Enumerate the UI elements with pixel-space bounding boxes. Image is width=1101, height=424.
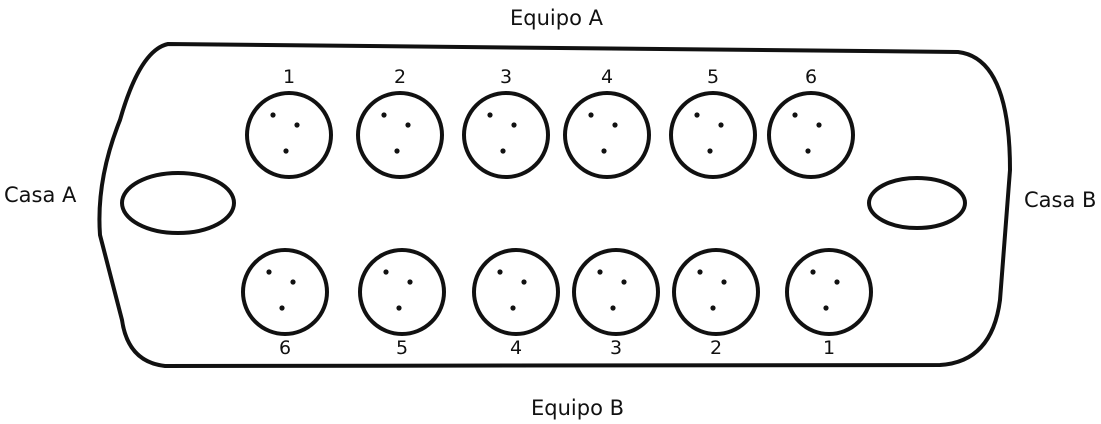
- seed: [816, 122, 822, 128]
- team-b-pit-number: 2: [710, 337, 722, 359]
- team-b-pit-number: 6: [279, 337, 291, 359]
- seed: [266, 269, 272, 275]
- seed: [805, 148, 811, 154]
- team-a-pit-number: 2: [394, 66, 406, 88]
- team-a-pit-number: 1: [283, 66, 295, 88]
- seed: [283, 148, 289, 154]
- seed: [710, 305, 716, 311]
- seed: [487, 112, 493, 118]
- team-a-pit-number: 6: [805, 66, 817, 88]
- team-a-label: Equipo A: [510, 6, 603, 30]
- seed: [601, 148, 607, 154]
- team-b-pits: 6 5 4 3 2 1: [241, 248, 873, 359]
- seed: [521, 279, 527, 285]
- seed: [396, 305, 402, 311]
- team-b-pit-4: [472, 248, 560, 336]
- seed: [707, 148, 713, 154]
- seed: [612, 122, 618, 128]
- seed: [834, 279, 840, 285]
- seed: [405, 122, 411, 128]
- team-a-pit-2: [356, 91, 444, 179]
- team-b-pit-number: 3: [610, 337, 622, 359]
- seed: [721, 279, 727, 285]
- seed: [407, 279, 413, 285]
- team-b-pit-5: [358, 248, 446, 336]
- seed: [500, 148, 506, 154]
- house-b: [867, 176, 967, 230]
- seed: [823, 305, 829, 311]
- team-b-pit-1: [785, 248, 873, 336]
- team-a-pit-5: [669, 91, 757, 179]
- seed: [381, 112, 387, 118]
- team-b-pit-number: 4: [510, 337, 522, 359]
- team-a-pit-number: 4: [601, 66, 613, 88]
- board-outline: [97, 42, 1012, 368]
- team-b-pit-number: 1: [823, 337, 835, 359]
- seed: [588, 112, 594, 118]
- team-b-pit-2: [672, 248, 760, 336]
- team-b-pit-3: [572, 248, 660, 336]
- seed: [718, 122, 724, 128]
- seed: [290, 279, 296, 285]
- seed: [610, 305, 616, 311]
- team-a-pit-3: [462, 91, 550, 179]
- seed: [510, 305, 516, 311]
- seed: [270, 112, 276, 118]
- seed: [294, 122, 300, 128]
- team-a-pit-number: 5: [707, 66, 719, 88]
- seed: [792, 112, 798, 118]
- team-a-pit-4: [563, 91, 651, 179]
- house-b-label: Casa B: [1024, 188, 1097, 212]
- seed: [597, 269, 603, 275]
- team-b-pit-6: [241, 248, 329, 336]
- seed: [697, 269, 703, 275]
- seed: [810, 269, 816, 275]
- seed: [511, 122, 517, 128]
- seed: [279, 305, 285, 311]
- team-b-pit-number: 5: [396, 337, 408, 359]
- team-a-pits: 1 2 3 4 5 6: [245, 66, 855, 179]
- seed: [694, 112, 700, 118]
- seed: [394, 148, 400, 154]
- house-a-label: Casa A: [4, 183, 77, 207]
- seed: [621, 279, 627, 285]
- team-a-pit-6: [767, 91, 855, 179]
- seed: [383, 269, 389, 275]
- house-a: [120, 171, 236, 235]
- team-a-pit-number: 3: [500, 66, 512, 88]
- team-a-pit-1: [245, 91, 333, 179]
- team-b-label: Equipo B: [531, 396, 625, 420]
- seed: [497, 269, 503, 275]
